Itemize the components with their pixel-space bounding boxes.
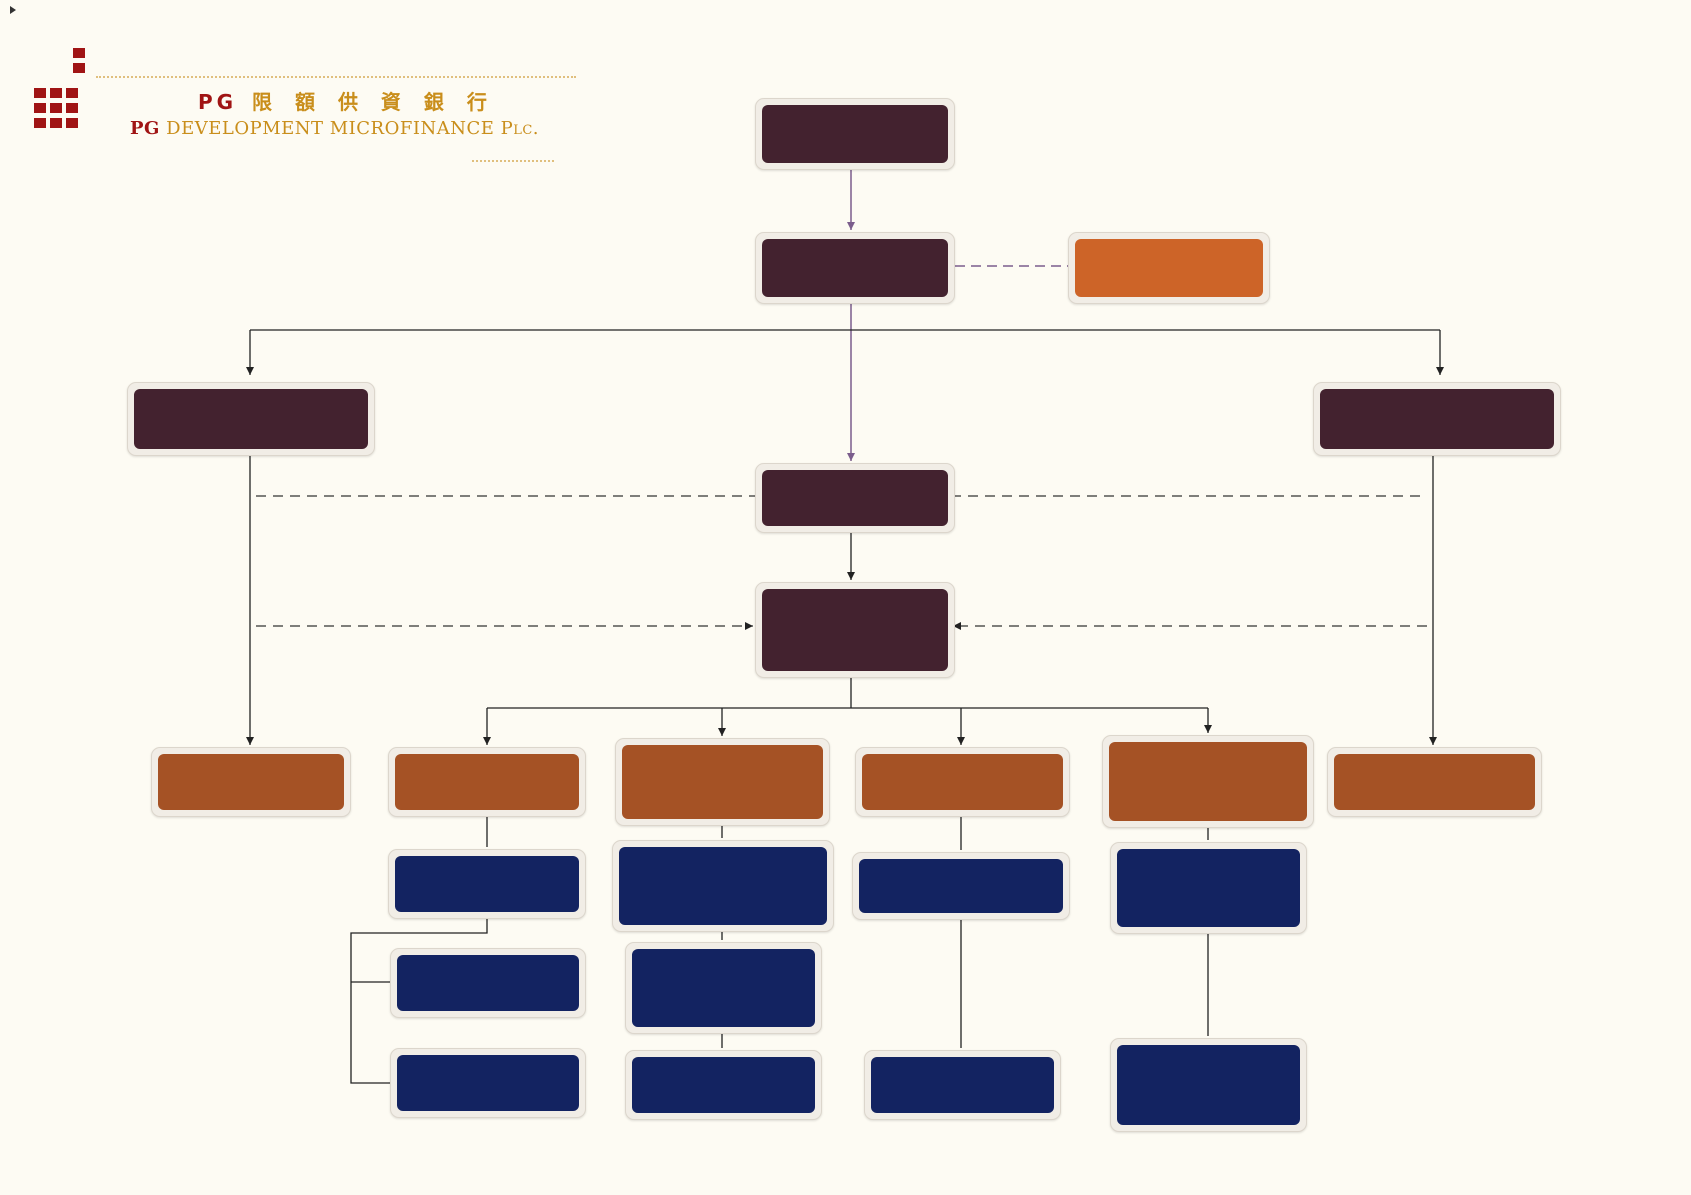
logo-pg-en: PG [130, 118, 160, 139]
node-credit-department [388, 747, 586, 817]
logo-pg-cn: PG [198, 90, 238, 114]
node-audit-committee [127, 382, 375, 456]
node-head-accounting-label [619, 847, 827, 925]
node-accounting-assistant-label [632, 949, 815, 1027]
company-logo: PG 限 額 供 資 銀 行 PG DEVELOPMENT MICROFINAN… [34, 42, 576, 172]
logo-english-text: DEVELOPMENT MICROFINANCE Plc. [166, 118, 540, 139]
node-accounting-department [615, 738, 830, 826]
node-head-accounting [612, 840, 834, 932]
logo-chinese-text: 限 額 供 資 銀 行 [252, 90, 495, 114]
node-audit-committee-label [134, 389, 368, 449]
connector-credit-officers [350, 917, 488, 1084]
node-cashier-label [632, 1057, 815, 1113]
logo-grid-icon [34, 48, 85, 128]
node-cashier [625, 1050, 822, 1120]
node-compliance-department-label [1334, 754, 1535, 810]
node-general-director [755, 463, 955, 533]
node-advisor-label [1075, 239, 1263, 297]
node-it-officer [864, 1050, 1061, 1120]
logo-license-note [472, 146, 554, 162]
node-compliance-department [1327, 747, 1542, 817]
node-credit-officer-1-label [397, 955, 579, 1011]
node-credit-officer-1 [390, 948, 586, 1018]
node-general-director-label [762, 470, 948, 526]
node-hr-admin-officer [1110, 1038, 1307, 1132]
node-head-it-label [859, 859, 1063, 913]
node-accounting-assistant [625, 942, 822, 1034]
node-credit-department-label [395, 754, 579, 810]
node-internal-audit [151, 747, 351, 817]
node-head-hr-admin-label [1117, 849, 1300, 927]
node-advisor [1068, 232, 1270, 304]
node-board-of-directors-label [762, 239, 948, 297]
logo-english-name: PG DEVELOPMENT MICROFINANCE Plc. [130, 118, 539, 140]
node-risk-committee-label [1320, 389, 1554, 449]
play-icon [10, 6, 16, 14]
node-internal-audit-label [158, 754, 344, 810]
node-it-department [855, 747, 1070, 817]
node-hr-admin-officer-label [1117, 1045, 1300, 1125]
node-credit-officer-2 [390, 1048, 586, 1118]
node-it-committee-label [762, 589, 948, 671]
node-it-committee [755, 582, 955, 678]
node-risk-committee [1313, 382, 1561, 456]
node-it-officer-label [871, 1057, 1054, 1113]
node-hr-admin-department-label [1109, 742, 1307, 821]
node-chief-credit-officer [388, 849, 586, 919]
node-hr-admin-department [1102, 735, 1314, 828]
node-board-of-directors [755, 232, 955, 304]
logo-khmer-name [96, 46, 576, 78]
node-shareholders-label [762, 105, 948, 163]
node-chief-credit-officer-label [395, 856, 579, 912]
node-shareholders [755, 98, 955, 170]
node-accounting-department-label [622, 745, 823, 819]
logo-chinese-name: PG 限 額 供 資 銀 行 [198, 86, 495, 114]
node-credit-officer-2-label [397, 1055, 579, 1111]
node-head-hr-admin [1110, 842, 1307, 934]
node-head-it [852, 852, 1070, 920]
node-it-department-label [862, 754, 1063, 810]
